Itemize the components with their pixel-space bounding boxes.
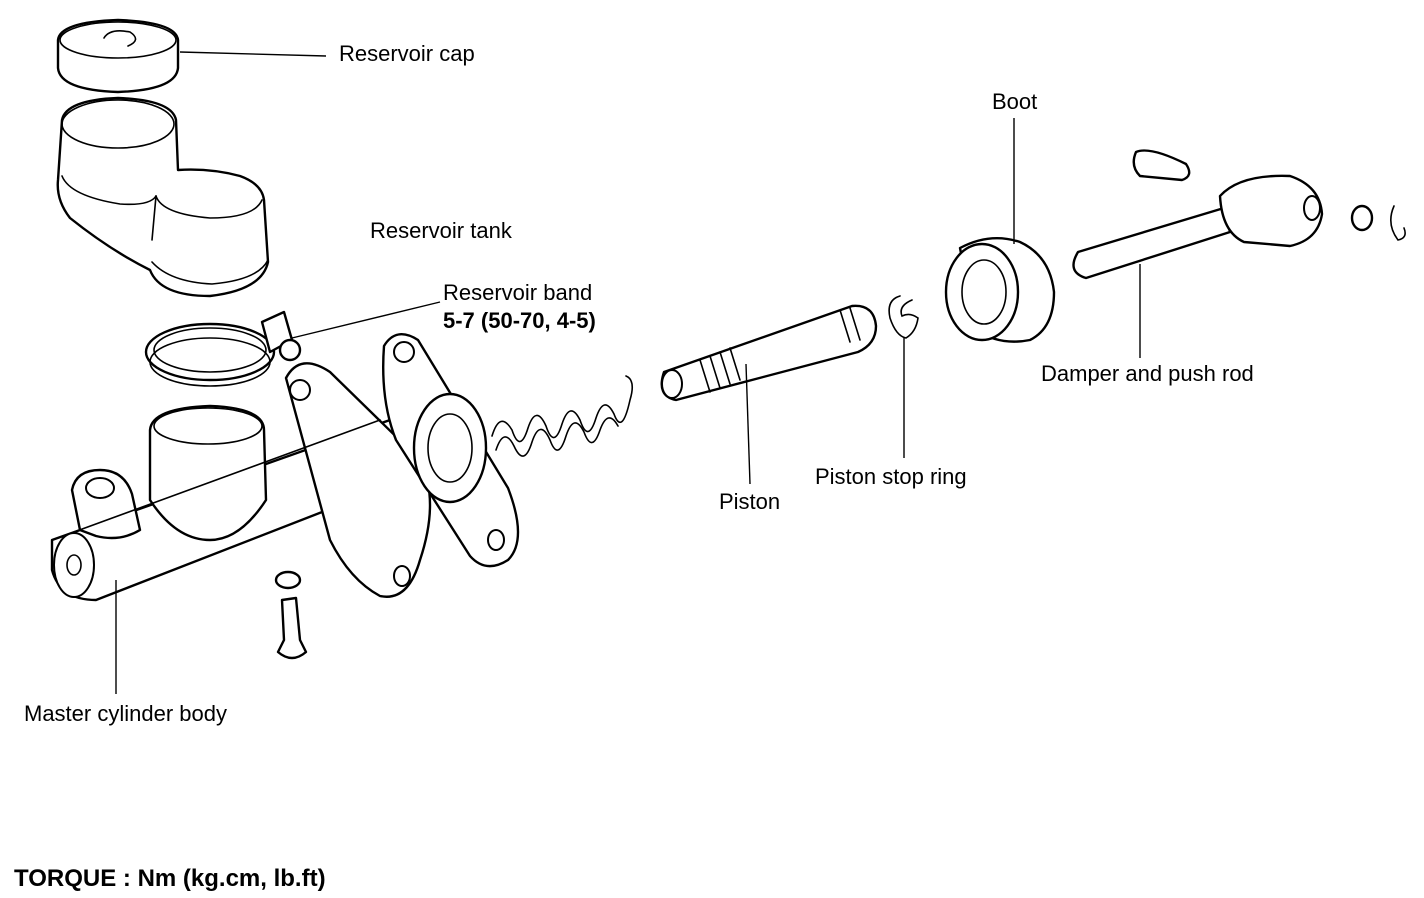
reservoir-cap-part (56, 18, 180, 94)
boot-part (944, 236, 1056, 343)
piston-part (660, 304, 878, 402)
leader-reservoir-band (291, 301, 441, 339)
return-spring-part (491, 375, 634, 457)
damper-push-rod-part (1072, 149, 1406, 280)
master-cylinder-body-label: Master cylinder body (24, 701, 227, 726)
leader-piston (745, 363, 751, 485)
bolt-part (274, 570, 308, 660)
reservoir-band-torque-label: 5-7 (50-70, 4-5) (443, 308, 596, 333)
reservoir-tank-label: Reservoir tank (370, 218, 512, 243)
reservoir-band-part (144, 310, 302, 387)
torque-legend: TORQUE : Nm (kg.cm, lb.ft) (14, 865, 326, 892)
reservoir-cap-label: Reservoir cap (339, 41, 475, 66)
leader-reservoir-cap (179, 51, 327, 57)
piston-stop-ring-part (888, 295, 919, 339)
reservoir-band-label: Reservoir band (443, 280, 593, 305)
piston-stop-ring-label: Piston stop ring (815, 464, 967, 489)
boot-label: Boot (992, 89, 1038, 114)
leader-lines (115, 51, 1141, 694)
reservoir-tank-part (56, 96, 270, 298)
master-cylinder-body-part (50, 333, 520, 602)
piston-label: Piston (719, 489, 781, 514)
damper-push-rod-label: Damper and push rod (1041, 361, 1254, 386)
